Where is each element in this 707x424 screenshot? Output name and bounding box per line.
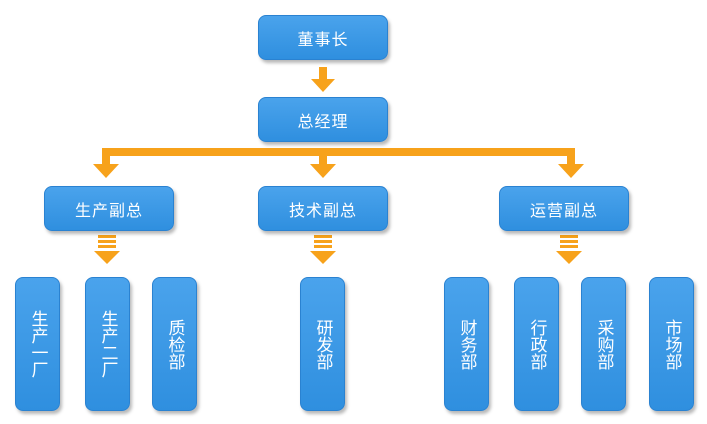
node-dept-rnd: 研发部 [300,277,345,411]
connector-vp-tech-depts [310,235,336,264]
connector-chairman-gm [311,67,335,92]
node-dept-finance: 财务部 [444,277,489,411]
node-vp-production: 生产副总 [44,186,174,231]
node-vp-operations-label: 运营副总 [529,200,598,220]
node-vp-technology: 技术副总 [258,186,388,231]
node-dept-marketing-label: 市场部 [661,318,682,370]
node-chairman-label: 董事长 [297,29,349,49]
node-dept-admin: 行政部 [514,277,559,411]
connector-vp-ops-depts [556,235,582,264]
node-dept-factory-2: 生产二厂 [85,277,130,411]
connector-gm-vps [93,148,584,178]
node-general-manager-label: 总经理 [297,111,349,131]
node-dept-rnd-label: 研发部 [312,318,333,370]
node-dept-quality-label: 质检部 [164,318,185,370]
node-dept-marketing: 市场部 [649,277,694,411]
node-dept-purchasing-label: 采购部 [593,318,614,370]
node-vp-production-label: 生产副总 [74,200,143,220]
node-vp-operations: 运营副总 [499,186,629,231]
node-chairman: 董事长 [258,15,388,60]
node-vp-technology-label: 技术副总 [288,200,357,220]
node-general-manager: 总经理 [258,97,388,142]
node-dept-quality: 质检部 [152,277,197,411]
node-dept-admin-label: 行政部 [526,318,547,370]
node-dept-factory-1: 生产一厂 [15,277,60,411]
connector-vp-prod-depts [94,235,120,264]
node-dept-purchasing: 采购部 [581,277,626,411]
node-dept-factory-2-label: 生产二厂 [97,310,118,378]
node-dept-factory-1-label: 生产一厂 [27,310,48,378]
node-dept-finance-label: 财务部 [456,318,477,370]
